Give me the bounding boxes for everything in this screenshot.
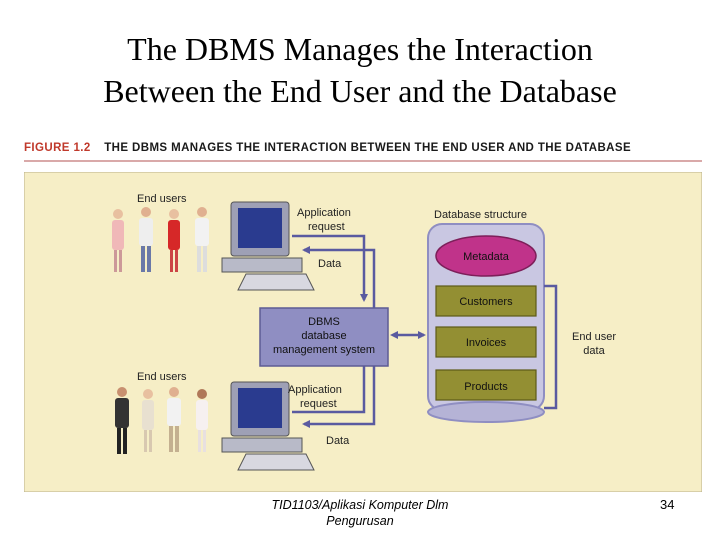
app-request-bottom-label-line2: request — [300, 398, 337, 410]
invoices-label: Invoices — [466, 337, 507, 349]
app-request-top-label-line1: Application — [297, 207, 351, 219]
dbms-box: DBMS database management system — [259, 307, 389, 367]
person-icon — [195, 207, 209, 272]
end-user-data-label-line1: End user — [572, 331, 616, 343]
slide-title-line-2: Between the End User and the Database — [103, 73, 617, 109]
dbms-label-line2: database — [301, 330, 346, 342]
end-user-data-label-line2: data — [583, 345, 605, 357]
data-top-label: Data — [318, 258, 342, 270]
caption-divider — [24, 160, 702, 162]
page-number: 34 — [660, 497, 675, 512]
app-request-top-arrow — [292, 234, 368, 302]
figure-caption-text: THE DBMS MANAGES THE INTERACTION BETWEEN… — [104, 142, 632, 154]
app-request-top-label-line2: request — [308, 221, 345, 233]
person-icon — [167, 387, 181, 452]
person-icon — [112, 209, 124, 272]
footer-course: TID1103/Aplikasi Komputer Dlm Pengurusan — [250, 497, 470, 529]
db-structure-title: Database structure — [434, 209, 527, 221]
dbms-diagram: End users — [23, 171, 703, 493]
dbms-label-line1: DBMS — [308, 316, 340, 328]
products-table — [435, 369, 537, 401]
invoices-table — [435, 326, 537, 358]
person-icon — [142, 389, 154, 452]
database-panel: Metadata Customers Invoices Products — [427, 223, 545, 423]
products-label: Products — [464, 381, 508, 393]
person-icon — [168, 209, 180, 272]
end-users-top-group: End users — [112, 193, 209, 272]
data-top-arrow — [302, 246, 376, 308]
figure-number: FIGURE 1.2 — [24, 142, 91, 154]
app-request-bottom-label-line1: Application — [288, 384, 342, 396]
computer-icon-bottom — [221, 381, 315, 471]
metadata-label: Metadata — [463, 251, 510, 263]
end-users-top-label: End users — [137, 193, 187, 205]
footer-course-line2: Pengurusan — [326, 514, 394, 528]
person-icon — [139, 207, 153, 272]
computer-icon-top — [221, 201, 315, 291]
dbms-figure: End users — [23, 171, 703, 493]
data-bottom-label: Data — [326, 435, 350, 447]
customers-label: Customers — [459, 296, 513, 308]
figure-caption: FIGURE 1.2 THE DBMS MANAGES THE INTERACT… — [24, 142, 631, 154]
slide-title-line-1: The DBMS Manages the Interaction — [127, 31, 593, 67]
customers-table — [435, 285, 537, 317]
metadata-shape — [435, 235, 537, 277]
end-users-bottom-label: End users — [137, 371, 187, 383]
person-icon — [115, 387, 129, 454]
footer-course-line1: TID1103/Aplikasi Komputer Dlm — [271, 498, 449, 512]
person-icon — [196, 389, 208, 452]
slide-title: The DBMS Manages the Interaction Between… — [0, 28, 720, 112]
dbms-label-line3: management system — [273, 344, 375, 356]
end-users-bottom-group: End users — [115, 371, 208, 454]
end-user-data-bracket — [544, 284, 558, 410]
